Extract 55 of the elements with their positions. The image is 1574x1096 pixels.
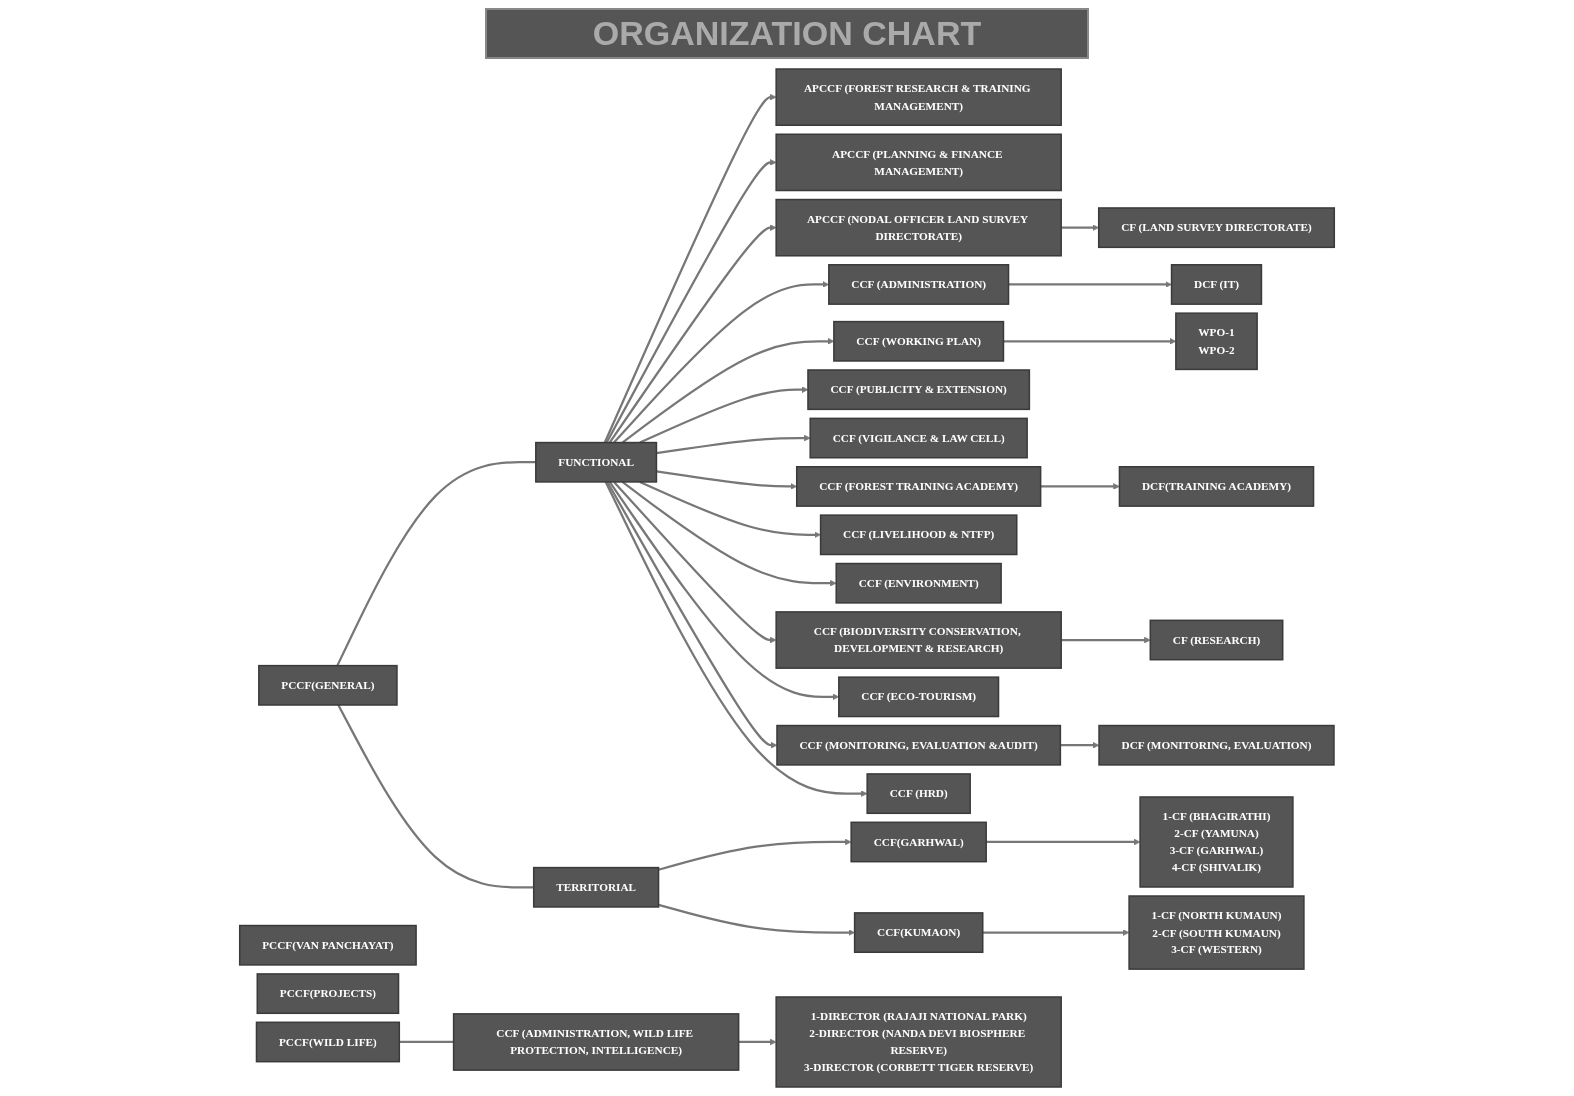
arrow <box>1061 224 1099 231</box>
arrow <box>603 93 777 443</box>
arrow <box>1008 281 1172 288</box>
node-box: 1-CF (BHAGIRATHI) 2-CF (YAMUNA) 3-CF (GARHWAL) 4-CF (SHIVALIK) <box>1139 796 1294 888</box>
node-box: CCF (ADMINISTRATION) <box>828 264 1010 305</box>
arrow <box>613 481 777 644</box>
node-box: CCF (ENVIRONMENT) <box>835 562 1002 604</box>
node-box: CCF (WORKING PLAN) <box>833 320 1005 362</box>
node-box: TERRITORIAL <box>532 866 660 908</box>
node-box: WPO-1 WPO-2 <box>1175 312 1258 371</box>
arrow <box>658 838 852 871</box>
arrow <box>658 903 855 936</box>
arrow <box>608 224 777 444</box>
arrow <box>604 481 868 797</box>
node-box: PCCF(GENERAL) <box>258 664 398 706</box>
arrow <box>639 480 821 539</box>
arrow <box>1061 636 1151 644</box>
node-box: CCF (ADMINISTRATION, WILD LIFE PROTECTION, INTELLIGENCE) <box>452 1013 740 1071</box>
arrow <box>1040 483 1120 490</box>
chart-title: ORGANIZATION CHART <box>485 8 1089 59</box>
node-box: PCCF(VAN PANCHAYAT) <box>238 924 417 966</box>
node-box: CCF (BIODIVERSITY CONSERVATION, DEVELOPMENT & RESEARCH) <box>775 611 1062 669</box>
node-box: DCF (MONITORING, EVALUATION) <box>1098 724 1335 766</box>
node-box: 1-CF (NORTH KUMAUN) 2-CF (SOUTH KUMAUN) 3-CF (WESTERN) <box>1128 895 1305 970</box>
node-box: CCF (MONITORING, EVALUATION &AUDIT) <box>776 724 1062 766</box>
arrow <box>656 470 797 490</box>
node-box: APCCF (FOREST RESEARCH & TRAINING MANAGEMENT) <box>775 68 1062 126</box>
arrow <box>1060 741 1100 749</box>
connector <box>399 1040 454 1044</box>
arrow <box>986 838 1141 846</box>
arrow <box>621 481 837 587</box>
node-box: CCF (VIGILANCE & LAW CELL) <box>809 417 1028 459</box>
node-box: PCCF(PROJECTS) <box>256 973 400 1015</box>
node-box: DCF (IT) <box>1170 264 1263 305</box>
node-box: PCCF(WILD LIFE) <box>255 1021 401 1063</box>
node-box: 1-DIRECTOR (RAJAJI NATIONAL PARK) 2-DIRECTOR (NANDA DEVI BIOSPHERE RESERVE) 3-DIRECTOR (CORBETT TIGER RESERVE) <box>775 996 1062 1088</box>
connector <box>336 461 536 667</box>
node-box: APCCF (PLANNING & FINANCE MANAGEMENT) <box>775 133 1062 192</box>
node-box: CF (LAND SURVEY DIRECTORATE) <box>1097 207 1336 249</box>
node-box: CCF (PUBLICITY & EXTENSION) <box>807 369 1031 411</box>
node-box: CF (RESEARCH) <box>1149 619 1284 661</box>
node-box: FUNCTIONAL <box>535 441 658 483</box>
arrow <box>982 929 1130 936</box>
node-box: CCF (ECO-TOURISM) <box>838 676 1000 718</box>
node-box: CCF(GARHWAL) <box>850 821 987 863</box>
node-box: CCF (HRD) <box>866 773 971 815</box>
arrow <box>738 1038 777 1046</box>
node-box: CCF(KUMAON) <box>853 912 984 953</box>
node-box: CCF (LIVELIHOOD & NTFP) <box>819 514 1018 556</box>
node-box: CCF (FOREST TRAINING ACADEMY) <box>795 466 1042 507</box>
arrow <box>656 434 811 455</box>
arrow <box>605 159 777 444</box>
node-box: DCF(TRAINING ACADEMY) <box>1118 466 1315 507</box>
node-box: APCCF (NODAL OFFICER LAND SURVEY DIRECTORATE) <box>775 198 1062 257</box>
connector <box>337 704 534 889</box>
